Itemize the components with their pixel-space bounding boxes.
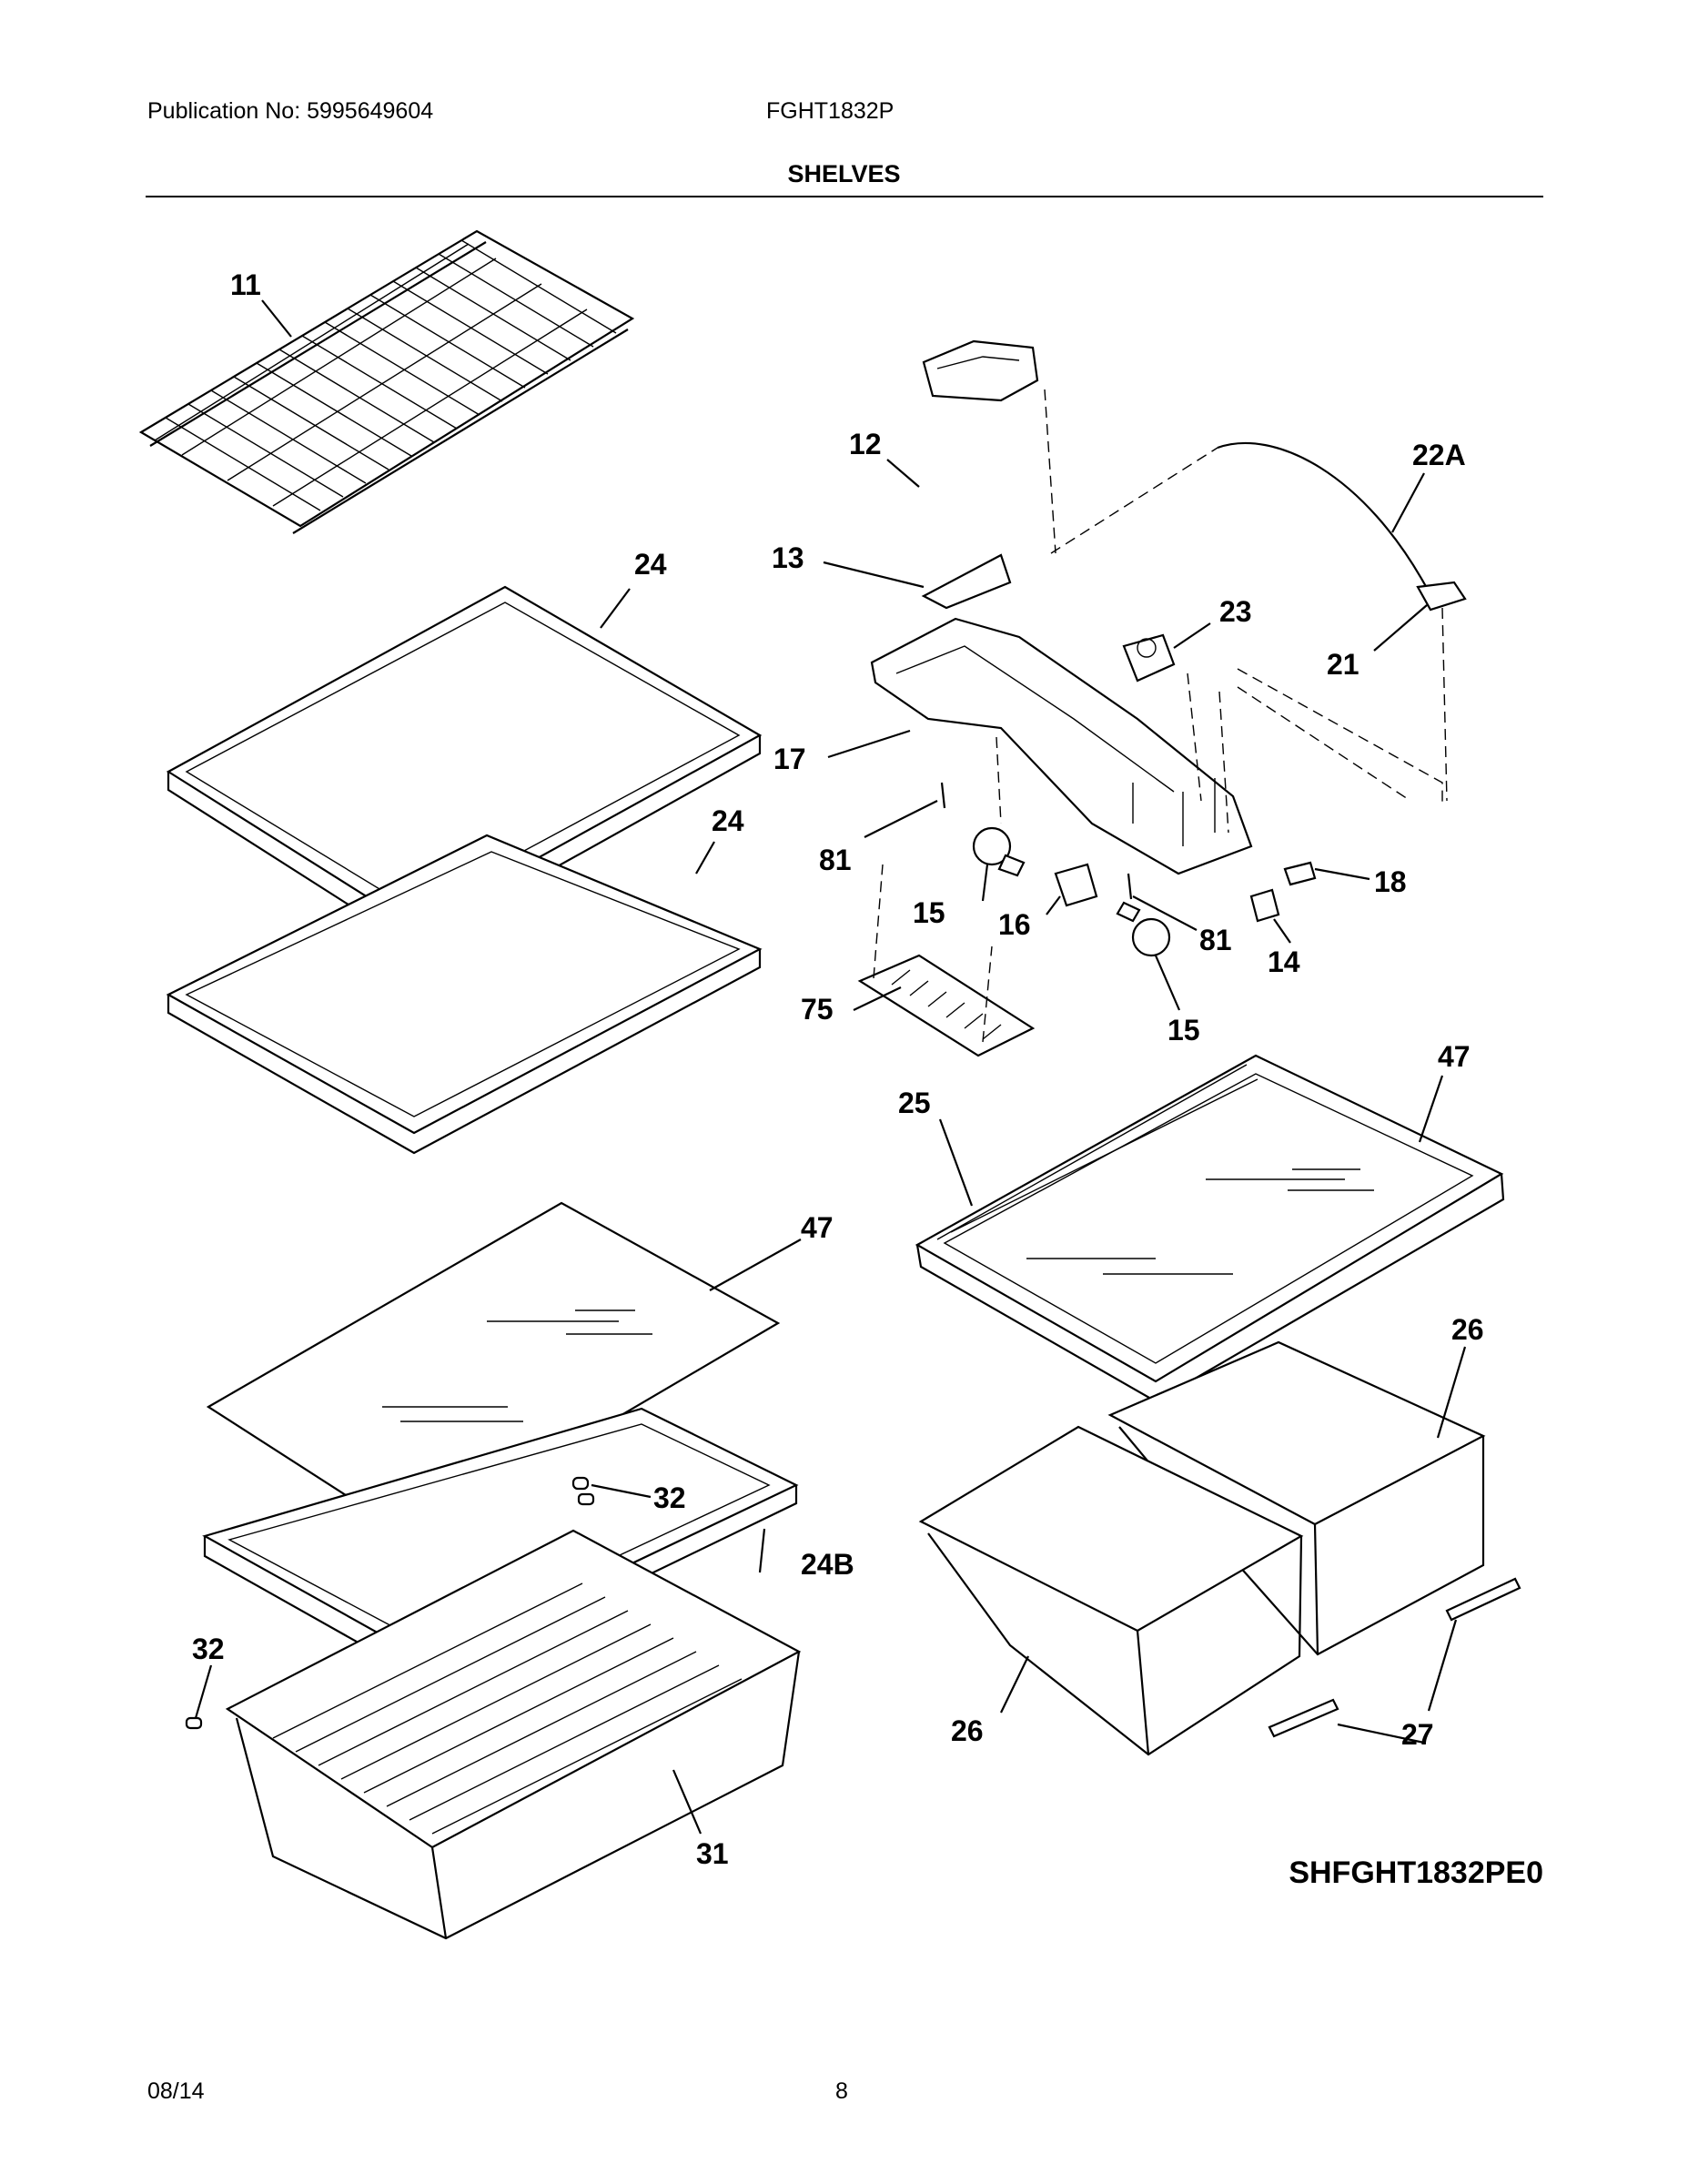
part-47-glass-insert-left bbox=[206, 1201, 781, 1540]
footer-date: 08/14 bbox=[147, 2078, 205, 2104]
callout-24-upper: 24 bbox=[634, 548, 667, 581]
diagram-id: SHFGHT1832PE0 bbox=[1289, 1855, 1543, 1890]
leader-lines bbox=[194, 299, 1467, 1835]
callout-75: 75 bbox=[801, 993, 834, 1026]
callout-16: 16 bbox=[998, 908, 1031, 941]
callout-32-upper: 32 bbox=[653, 1481, 686, 1514]
callout-25: 25 bbox=[898, 1087, 931, 1119]
callout-47-left: 47 bbox=[801, 1211, 834, 1244]
callout-31: 31 bbox=[696, 1837, 729, 1870]
callout-81-left: 81 bbox=[819, 844, 852, 876]
header-rule bbox=[146, 196, 1543, 197]
callout-17: 17 bbox=[773, 743, 806, 775]
part-16-socket bbox=[1054, 863, 1098, 907]
callout-11: 11 bbox=[230, 268, 261, 301]
callout-26-rear: 26 bbox=[1451, 1313, 1484, 1346]
callout-23: 23 bbox=[1219, 595, 1252, 628]
part-13-lens bbox=[921, 553, 1012, 610]
part-18-button bbox=[1283, 861, 1317, 886]
part-21-connector bbox=[1416, 581, 1467, 802]
callout-47-right: 47 bbox=[1438, 1040, 1471, 1073]
callout-18: 18 bbox=[1374, 865, 1407, 898]
callout-81-right: 81 bbox=[1199, 924, 1232, 956]
page-number: 8 bbox=[835, 2078, 848, 2104]
part-31-crisper-pan bbox=[185, 1492, 802, 1940]
section-title: SHELVES bbox=[787, 160, 901, 187]
part-11-wire-shelf bbox=[138, 229, 635, 534]
part-22A-wire-harness bbox=[1050, 441, 1430, 592]
part-23-timer bbox=[1122, 633, 1176, 682]
part-24-glass-shelf-lower bbox=[166, 834, 763, 1155]
callout-15-right: 15 bbox=[1167, 1014, 1200, 1046]
callout-12: 12 bbox=[849, 428, 882, 460]
callout-27: 27 bbox=[1401, 1718, 1434, 1751]
assembly-dashed-guides bbox=[996, 389, 1443, 834]
part-81-screws bbox=[940, 782, 1133, 900]
callout-labels: 11 12 22A 13 24 23 21 17 24 81 18 15 16 … bbox=[192, 268, 1484, 1870]
part-25-crisper-cover bbox=[915, 1054, 1505, 1403]
part-26-crisper-pan-front bbox=[918, 1425, 1304, 1756]
part-27-slides bbox=[1268, 1577, 1521, 1738]
part-17-light-housing bbox=[870, 617, 1253, 875]
part-47-glass-insert-right bbox=[1026, 1168, 1374, 1275]
part-32-stoppers bbox=[571, 1476, 590, 1491]
part-75-light-cover bbox=[857, 864, 1036, 1057]
callout-14: 14 bbox=[1268, 945, 1300, 978]
callout-15-left: 15 bbox=[913, 896, 945, 929]
callout-24-lower: 24 bbox=[712, 804, 744, 837]
model-number: FGHT1832P bbox=[766, 98, 895, 124]
callout-26-front: 26 bbox=[951, 1714, 984, 1747]
part-15-bulbs bbox=[972, 826, 1171, 957]
callout-21: 21 bbox=[1327, 648, 1359, 681]
publication-number: Publication No: 5995649604 bbox=[147, 98, 434, 124]
callout-22A: 22A bbox=[1412, 439, 1466, 471]
part-12-light-shield bbox=[922, 339, 1039, 402]
part-14-switch bbox=[1249, 888, 1280, 923]
callout-13: 13 bbox=[772, 541, 804, 574]
callout-32-lower: 32 bbox=[192, 1633, 225, 1665]
callout-24B: 24B bbox=[801, 1548, 854, 1581]
